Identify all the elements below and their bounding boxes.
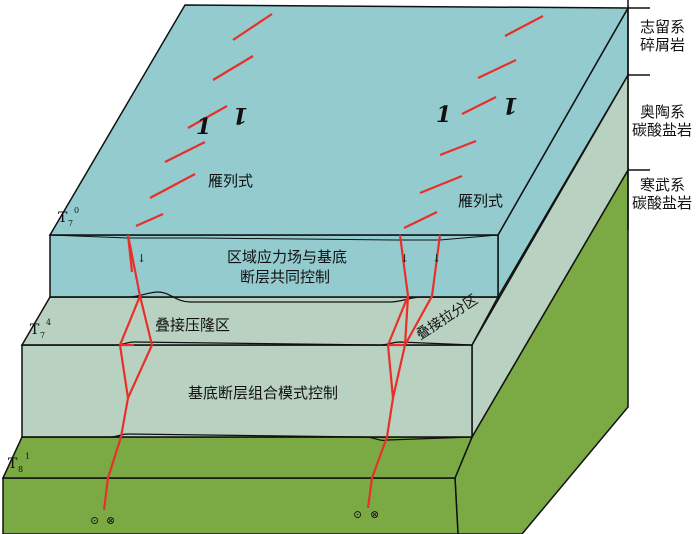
label-top-block-line2: 断层共同控制 (240, 268, 330, 286)
label-top-block-line1: 区域应力场与基底 (227, 248, 347, 266)
horizon-label-middle: T 7 4 (30, 318, 51, 340)
strat-silurian-lithology: 碎屑岩 (640, 36, 685, 54)
bottom-layer-top (1, 436, 474, 479)
strat-cambrian-system: 寒武系 (640, 176, 685, 194)
label-middle-block: 基底断层组合模式控制 (188, 384, 338, 402)
strat-ordovician-lithology: 碳酸盐岩 (632, 121, 692, 139)
horizon-line-bottom (22, 433, 473, 442)
fault-left (102, 234, 154, 511)
strat-ordovician-system: 奥陶系 (640, 103, 685, 121)
bottom-layer-front (2, 477, 459, 534)
svg-text:4: 4 (46, 318, 51, 327)
out-of-page-icon: ⊙ (353, 508, 362, 521)
en-echelon-left (135, 13, 273, 228)
shear-arrow-icon: 1 (196, 114, 211, 140)
shear-arrow-icon: 1 (436, 102, 451, 128)
svg-text:T: T (8, 456, 18, 472)
horizon-label-top: T 7 0 (58, 206, 79, 228)
strat-column (627, 0, 650, 230)
en-echelon-right (403, 15, 544, 229)
into-page-icon: ⊗ (370, 508, 379, 521)
fault-tick-icon: ↓ (432, 252, 441, 265)
svg-text:T: T (58, 210, 68, 226)
svg-text:8: 8 (18, 465, 23, 474)
fault-tick-icon: ↓ (137, 252, 146, 265)
horizon-label-bottom: T 8 1 (8, 452, 30, 474)
out-of-page-icon: ⊙ (90, 514, 99, 527)
label-en-echelon-left: 雁列式 (208, 172, 253, 190)
svg-text:1: 1 (25, 452, 30, 461)
shear-arrow-icon: 1 (233, 102, 248, 128)
svg-text:T: T (30, 322, 40, 338)
strat-cambrian-lithology: 碳酸盐岩 (632, 194, 692, 212)
into-page-icon: ⊗ (106, 514, 115, 527)
fault-tick-icon: ↓ (400, 252, 409, 265)
shear-arrow-icon: 1 (503, 92, 518, 118)
label-en-echelon-right: 雁列式 (458, 192, 503, 210)
label-overlap-compression: 叠接压隆区 (155, 316, 230, 334)
top-block-inner-line (49, 234, 499, 241)
top-layer-front (49, 234, 499, 298)
strat-silurian-system: 志留系 (640, 18, 685, 36)
svg-text:7: 7 (68, 219, 73, 228)
svg-text:0: 0 (74, 206, 79, 215)
svg-text:7: 7 (40, 331, 45, 340)
fault-right (126, 234, 442, 509)
